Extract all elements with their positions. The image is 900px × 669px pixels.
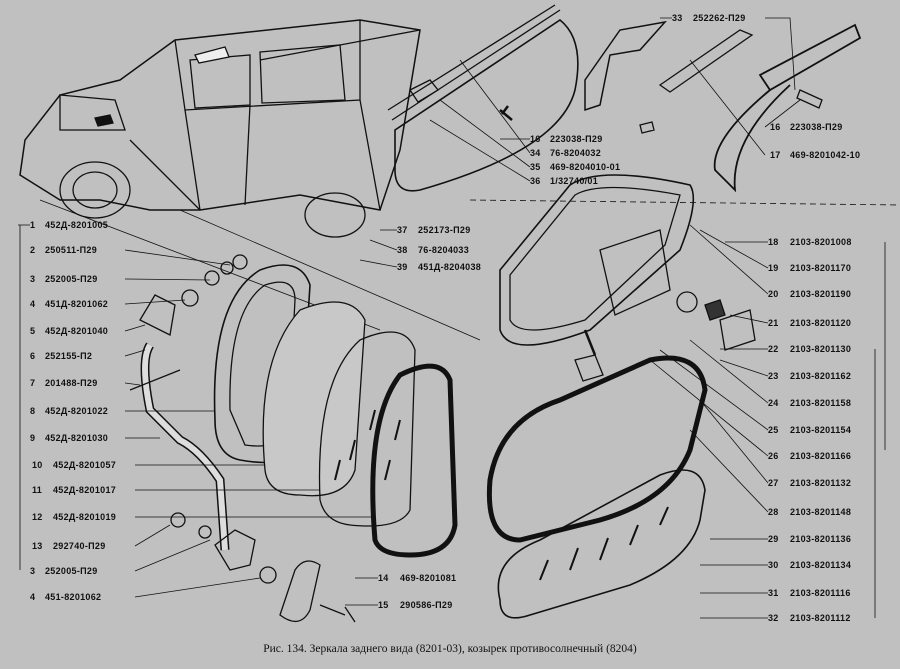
inner-mirror-housing <box>499 174 756 382</box>
part-code: 2103-8201162 <box>790 371 852 381</box>
part-code: 2103-8201130 <box>790 344 852 354</box>
part-number: 26 <box>768 451 779 461</box>
part-code: 2103-8201190 <box>790 289 852 299</box>
part-code: 250511-П29 <box>45 245 98 255</box>
part-number: 22 <box>768 344 779 354</box>
part-code: 451Д-8201062 <box>45 299 109 309</box>
part-number: 13 <box>32 541 43 551</box>
part-code: 452Д-8201005 <box>45 220 109 230</box>
part-number: 1 <box>30 220 36 230</box>
part-code: 252155-П2 <box>45 351 93 361</box>
leader-lines <box>18 17 900 619</box>
part-number: 37 <box>397 225 408 235</box>
part-code: 76-8204033 <box>418 245 470 255</box>
inner-mirror-glass <box>486 355 708 619</box>
part-number: 34 <box>530 148 541 158</box>
part-code: 290586-П29 <box>400 600 453 610</box>
part-number: 18 <box>768 237 779 247</box>
part-number: 3 <box>30 274 36 284</box>
part-number: 8 <box>30 406 36 416</box>
part-number: 21 <box>768 318 779 328</box>
part-number: 4 <box>30 299 36 309</box>
part-code: 452Д-8201019 <box>53 512 117 522</box>
part-number: 6 <box>30 351 36 361</box>
part-number: 2 <box>30 245 36 255</box>
part-number: 19 <box>768 263 779 273</box>
part-number: 30 <box>768 560 779 570</box>
sun-visor <box>387 4 579 192</box>
part-number: 27 <box>768 478 779 488</box>
part-code: 252262-П29 <box>693 13 746 23</box>
part-number: 38 <box>397 245 408 255</box>
part-number: 28 <box>768 507 779 517</box>
part-code: 292740-П29 <box>53 541 106 551</box>
part-code: 2103-8201134 <box>790 560 852 570</box>
part-code: 252005-П29 <box>45 274 98 284</box>
part-code: 2103-8201112 <box>790 613 851 623</box>
part-number: 11 <box>32 485 43 495</box>
visor-bracket <box>584 20 862 193</box>
part-code: 2103-8201158 <box>790 398 852 408</box>
part-code: 252005-П29 <box>45 566 98 576</box>
part-number: 35 <box>530 162 541 172</box>
part-code: 469-8204010-01 <box>550 162 621 172</box>
part-code: 76-8204032 <box>550 148 602 158</box>
vehicle-illustration <box>19 19 481 341</box>
part-number: 33 <box>672 13 683 23</box>
part-code: 451Д-8204038 <box>418 262 482 272</box>
part-number: 39 <box>397 262 408 272</box>
part-number: 15 <box>378 600 389 610</box>
part-code: 223038-П29 <box>550 134 603 144</box>
part-number: 10 <box>32 460 43 470</box>
part-code: 452Д-8201030 <box>45 433 109 443</box>
part-code: 252173-П29 <box>418 225 471 235</box>
part-number: 32 <box>768 613 779 623</box>
part-code: 452Д-8201022 <box>45 406 109 416</box>
part-number: 17 <box>770 150 781 160</box>
part-code: 452Д-8201040 <box>45 326 109 336</box>
part-code: 2103-8201166 <box>790 451 852 461</box>
figure-caption: Рис. 134. Зеркала заднего вида (8201-03)… <box>263 643 637 655</box>
part-number: 7 <box>30 378 36 388</box>
part-number: 4 <box>30 592 36 602</box>
part-code: 2103-8201120 <box>790 318 852 328</box>
part-code: 2103-8201116 <box>790 588 851 598</box>
part-code: 2103-8201170 <box>790 263 852 273</box>
part-number: 20 <box>768 289 779 299</box>
part-code: 201488-П29 <box>45 378 98 388</box>
part-code: 2103-8201132 <box>790 478 852 488</box>
part-number: 29 <box>768 534 779 544</box>
part-code: 451-8201062 <box>45 592 102 602</box>
part-code: 2103-8201136 <box>790 534 852 544</box>
part-number: 3 <box>30 566 36 576</box>
part-number: 23 <box>768 371 779 381</box>
outer-mirror-assembly <box>129 254 458 623</box>
part-code: 452Д-8201017 <box>53 485 117 495</box>
part-number: 16 <box>770 122 781 132</box>
part-number: 14 <box>378 573 389 583</box>
part-code: 469-8201042-10 <box>790 150 861 160</box>
part-number: 5 <box>30 326 36 336</box>
part-code: 452Д-8201057 <box>53 460 117 470</box>
part-number: 36 <box>530 176 541 186</box>
part-code: 2103-8201008 <box>790 237 852 247</box>
part-code: 2103-8201154 <box>790 425 852 435</box>
part-number: 25 <box>768 425 779 435</box>
part-number: 12 <box>32 512 43 522</box>
part-number: 24 <box>768 398 779 408</box>
part-code: 1/32740/01 <box>550 176 599 186</box>
part-number: 31 <box>768 588 779 598</box>
part-code: 223038-П29 <box>790 122 843 132</box>
part-code: 469-8201081 <box>400 573 457 583</box>
part-number: 9 <box>30 433 36 443</box>
part-code: 2103-8201148 <box>790 507 852 517</box>
part-number: 16 <box>530 134 541 144</box>
